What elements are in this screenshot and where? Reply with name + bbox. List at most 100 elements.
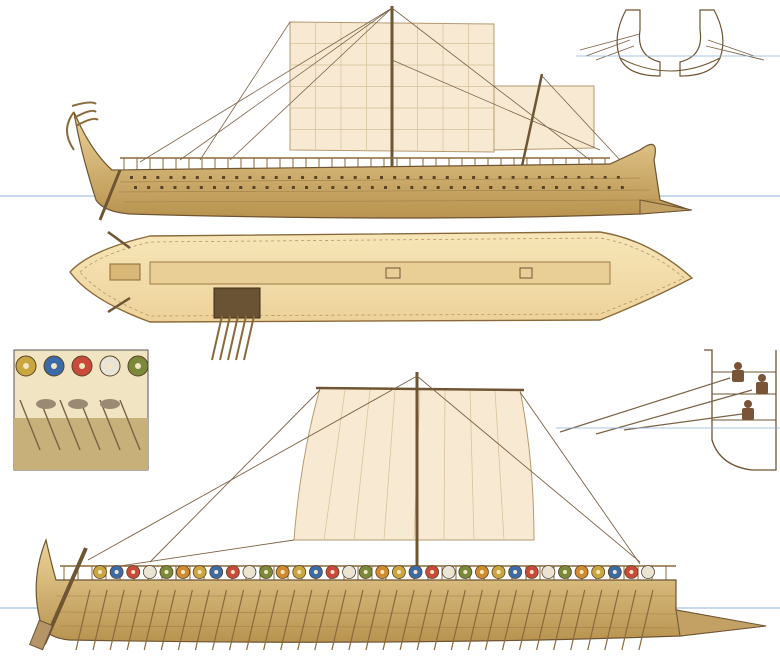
oar xyxy=(228,589,245,651)
shield-boss xyxy=(396,570,401,574)
upper-fore-mast xyxy=(520,73,544,167)
oar-port xyxy=(397,186,401,189)
hull-cross-section-top xyxy=(576,9,780,77)
shield-rail-detail-inset xyxy=(13,349,149,471)
oar-port xyxy=(555,186,559,189)
shield-boss xyxy=(51,363,57,369)
shield-boss xyxy=(446,570,451,574)
oar-port xyxy=(261,176,265,179)
oar-port xyxy=(134,186,137,189)
oar-port xyxy=(384,186,387,189)
oar xyxy=(518,589,535,651)
oar-port xyxy=(173,186,177,189)
oar-port xyxy=(301,176,305,179)
oar-port xyxy=(160,186,164,189)
oar xyxy=(126,589,142,651)
shield-boss xyxy=(363,570,368,574)
oar-port xyxy=(252,186,256,189)
oar-port xyxy=(169,176,173,179)
oar-port xyxy=(182,176,186,179)
oar-port xyxy=(147,186,151,189)
oar-port xyxy=(616,176,620,179)
oar-port xyxy=(537,176,541,179)
oar xyxy=(484,589,500,651)
oar-port xyxy=(564,176,568,179)
oar xyxy=(553,589,569,651)
shield-boss xyxy=(147,570,152,574)
plan-view-ship xyxy=(69,230,694,361)
shield-boss xyxy=(230,570,235,574)
sail-seam xyxy=(383,389,396,541)
oar-port xyxy=(327,176,331,179)
oar-port xyxy=(265,186,269,189)
lower-hull-planking xyxy=(53,595,691,629)
oar xyxy=(638,589,654,651)
oar-port xyxy=(511,176,515,179)
oar xyxy=(297,589,313,651)
oar xyxy=(467,589,483,651)
oar-port xyxy=(186,186,190,189)
oar-port xyxy=(340,176,344,179)
oar-port xyxy=(344,186,348,189)
oar-port xyxy=(568,186,572,189)
shield-boss xyxy=(197,570,202,574)
upper-oar-ports xyxy=(130,176,624,189)
oar-port xyxy=(515,186,519,189)
oar xyxy=(92,589,108,651)
rower-cross-section xyxy=(556,349,780,471)
sail-seam xyxy=(353,389,371,541)
oar-port xyxy=(239,186,243,189)
oar-port xyxy=(476,186,480,189)
shield-boss xyxy=(496,570,501,574)
shield-boss xyxy=(280,570,285,574)
oar xyxy=(227,315,239,361)
rower-figures xyxy=(732,362,768,420)
oar xyxy=(621,589,637,651)
upper-steering-oar xyxy=(98,169,122,221)
oar-port xyxy=(577,176,581,179)
oar-port xyxy=(485,176,489,179)
oar xyxy=(416,589,432,651)
oar-port xyxy=(291,186,295,189)
shield-boss xyxy=(513,570,518,574)
oar-port xyxy=(143,176,147,179)
shield-boss xyxy=(562,570,567,574)
oar-port xyxy=(331,186,335,189)
lower-oars xyxy=(75,589,654,651)
plan-steering-oars xyxy=(107,230,131,314)
oar-port xyxy=(419,176,423,179)
upper-hull-planking xyxy=(117,177,661,203)
shield-boss xyxy=(579,570,584,574)
oar-port xyxy=(370,186,374,189)
shield-boss xyxy=(23,363,29,369)
lower-ram xyxy=(675,609,767,637)
lower-steering-oar xyxy=(28,547,88,651)
oar xyxy=(177,589,193,651)
plan-stern-deck xyxy=(109,263,141,281)
shield-boss xyxy=(313,570,318,574)
shield-boss xyxy=(646,570,650,574)
plan-outer-rail xyxy=(79,237,685,317)
oar-port xyxy=(278,186,282,189)
oar xyxy=(75,589,91,651)
plan-cutaway-rowers xyxy=(211,287,261,361)
oar-port xyxy=(462,186,466,189)
oar-port xyxy=(423,186,427,189)
sail-seam xyxy=(494,389,505,541)
shield-boss xyxy=(264,570,269,574)
shield-boss xyxy=(135,363,141,369)
oar-port xyxy=(380,176,383,179)
oar xyxy=(211,315,223,361)
upper-stern-ornament xyxy=(66,101,99,151)
oar-port xyxy=(603,176,607,179)
oar xyxy=(450,589,466,651)
oar-port xyxy=(226,186,230,189)
oar xyxy=(211,589,228,651)
shield-boss xyxy=(330,570,335,574)
oar xyxy=(365,589,381,651)
oar-port xyxy=(314,176,318,179)
oar-port xyxy=(524,176,528,179)
oar-port xyxy=(594,186,598,189)
oar-port xyxy=(274,176,278,179)
